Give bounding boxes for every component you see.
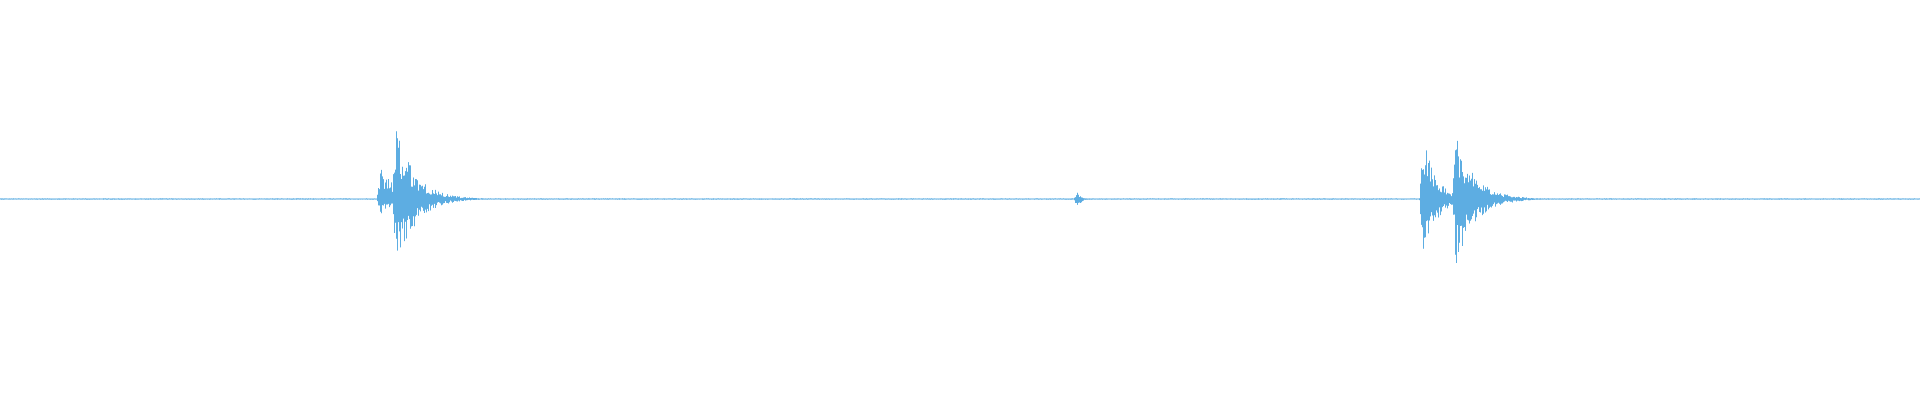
waveform-columns xyxy=(0,131,1920,264)
waveform-trace xyxy=(0,131,1920,264)
